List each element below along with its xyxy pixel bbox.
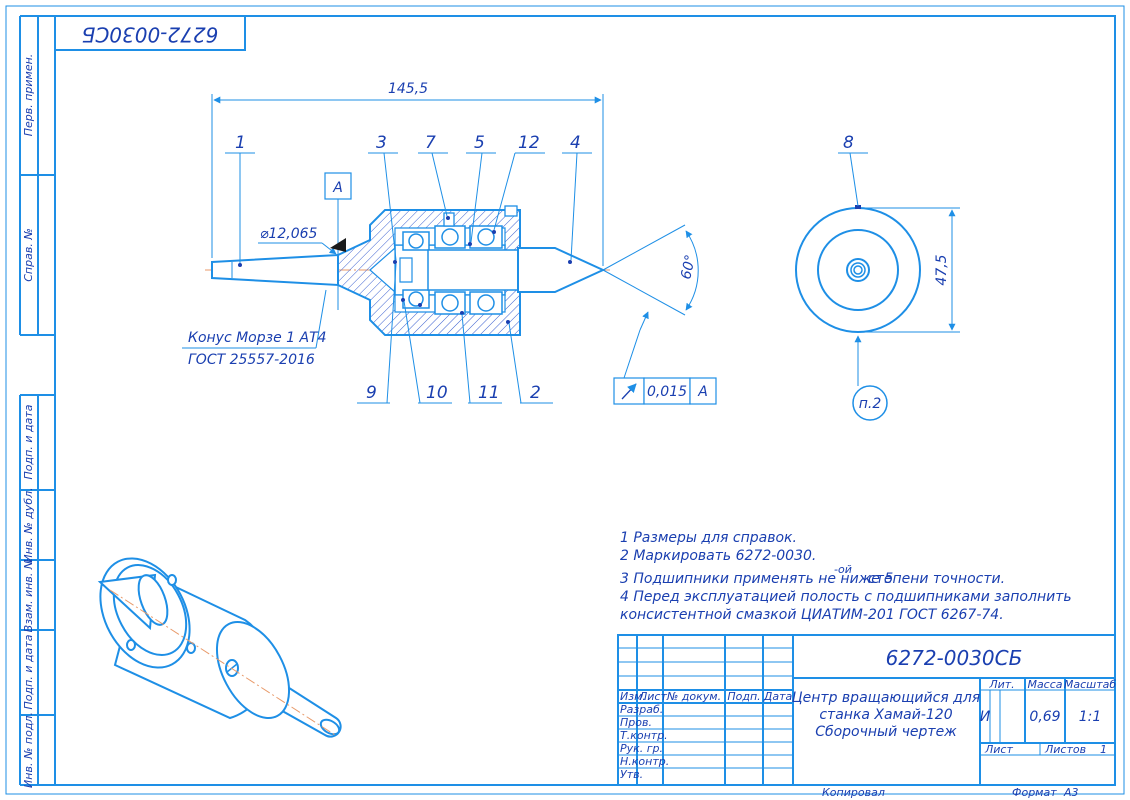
morse-taper-shank <box>211 253 339 287</box>
tb-role-nkontr: Н.контр. <box>620 755 669 768</box>
callout-1: 1 <box>235 133 246 153</box>
tb-sheets-value: 1 <box>1100 743 1107 756</box>
side-labels: Перв. примен. Справ. № Подп. и дата Инв.… <box>22 54 35 788</box>
taper-note-line1: Конус Морзе 1 АТ4 <box>188 330 327 346</box>
note-4-line2: консистентной смазкой ЦИАТИМ-201 ГОСТ 62… <box>620 607 1004 623</box>
tb-role-utv: Утв. <box>620 768 643 781</box>
note-3-part2: степени точности. <box>868 571 1005 587</box>
tb-role-ruk: Рук. гр. <box>620 742 663 755</box>
datum-letter: A <box>332 180 343 196</box>
callout-11: 11 <box>478 383 500 403</box>
side-view: 47,5 8 п.2 <box>795 133 960 421</box>
rotated-stamp: 6272-0030СБ <box>54 15 246 51</box>
callout-10: 10 <box>426 383 448 403</box>
side-label-inv-podl: Инв. № подл. <box>22 712 35 788</box>
note-4-line1: 4 Перед эксплуатацией полость с подшипни… <box>620 589 1072 605</box>
angle-arc <box>685 230 699 311</box>
tb-role-tkontr: Т.контр. <box>620 729 668 742</box>
callouts-top <box>225 152 592 263</box>
tb-col-list: Лист <box>638 690 667 703</box>
tb-designation: 6272-0030СБ <box>886 646 1023 670</box>
side-view-outer <box>795 207 921 333</box>
tb-role-razrab: Разраб. <box>620 703 663 716</box>
taper-note-line2: ГОСТ 25557-2016 <box>188 352 315 368</box>
side-label-inv-dubl: Инв. № дубл. <box>22 487 35 562</box>
tb-col-podp: Подп. <box>727 690 760 703</box>
live-center-cone <box>517 247 606 293</box>
side-column <box>19 15 55 786</box>
note-2: 2 Маркировать 6272-0030. <box>620 548 816 564</box>
callout-7: 7 <box>425 133 436 153</box>
dim-length: 145,5 <box>388 81 428 97</box>
sheet-trim <box>5 5 1125 795</box>
tb-sheets-label: Листов <box>1044 743 1086 756</box>
rotated-stamp-text: 6272-0030СБ <box>82 23 219 47</box>
tolerance-value: 0,015 <box>647 384 687 400</box>
tb-name-1: Центр вращающийся для <box>792 690 980 706</box>
callout-3: 3 <box>376 133 387 153</box>
side-label-vzam: Взам. инв. № <box>22 558 35 633</box>
inner-frame <box>54 15 1116 786</box>
title-block-text: 6272-0030СБ Центр вращающийся для станка… <box>620 646 1116 781</box>
runout-symbol <box>621 383 637 400</box>
side-view-middle <box>817 229 899 311</box>
technical-notes: 1 Размеры для справок. 2 Маркировать 627… <box>620 530 1072 623</box>
main-view: 145,5 ⌀12,065 A 60° Конус Морзе 1 АТ4 ГО… <box>182 81 717 405</box>
side-label-sprav: Справ. № <box>22 228 35 282</box>
footer-copied: Копировал <box>822 786 885 799</box>
callout-5: 5 <box>474 133 485 153</box>
title-block <box>617 634 1116 786</box>
marking-note-circle <box>852 385 888 421</box>
callout-4: 4 <box>570 133 581 153</box>
tb-mass-label: Масса <box>1027 678 1062 691</box>
tb-scale-value: 1:1 <box>1079 709 1102 725</box>
tb-lit-label: Лит. <box>988 678 1014 691</box>
callouts-bottom <box>357 263 553 404</box>
tb-col-izm: Изм. <box>620 690 646 703</box>
footer-format-value: А3 <box>1063 786 1079 799</box>
iso-axis <box>109 589 336 736</box>
note-3-sup: -ой <box>834 563 852 576</box>
tb-role-prov: Пров. <box>620 716 652 729</box>
side-label-perv: Перв. примен. <box>22 54 35 137</box>
footer-format-label: Формат <box>1012 786 1057 799</box>
tolerance-datum: A <box>697 384 708 400</box>
dim-angle: 60° <box>678 253 699 281</box>
tb-name-2: станка Хамай-120 <box>819 707 952 723</box>
callout-9: 9 <box>366 383 377 403</box>
tb-mass-value: 0,69 <box>1029 709 1060 725</box>
tb-col-doc: № докум. <box>666 690 721 703</box>
tb-scale-label: Масштаб <box>1064 678 1116 691</box>
note-1: 1 Размеры для справок. <box>620 530 797 546</box>
callout-12: 12 <box>518 133 540 153</box>
dim-diameter: ⌀12,065 <box>260 226 318 242</box>
tb-col-data: Дата <box>763 690 793 703</box>
side-label-podp2: Подп. и дата <box>22 634 35 709</box>
tb-sheet-label: Лист <box>984 743 1013 756</box>
tb-name-3: Сборочный чертеж <box>815 724 957 740</box>
side-label-podp1: Подп. и дата <box>22 404 35 479</box>
dim-side-diameter: 47,5 <box>934 254 950 285</box>
callout-p2: п.2 <box>859 396 882 412</box>
spindle-shaft <box>427 249 519 291</box>
tb-lit-value: И <box>980 709 991 725</box>
callout-8: 8 <box>843 133 854 153</box>
callout-2: 2 <box>530 383 541 403</box>
isometric-view <box>97 557 342 738</box>
note-3-part1: 3 Подшипники применять не ниже 5 <box>620 571 893 587</box>
